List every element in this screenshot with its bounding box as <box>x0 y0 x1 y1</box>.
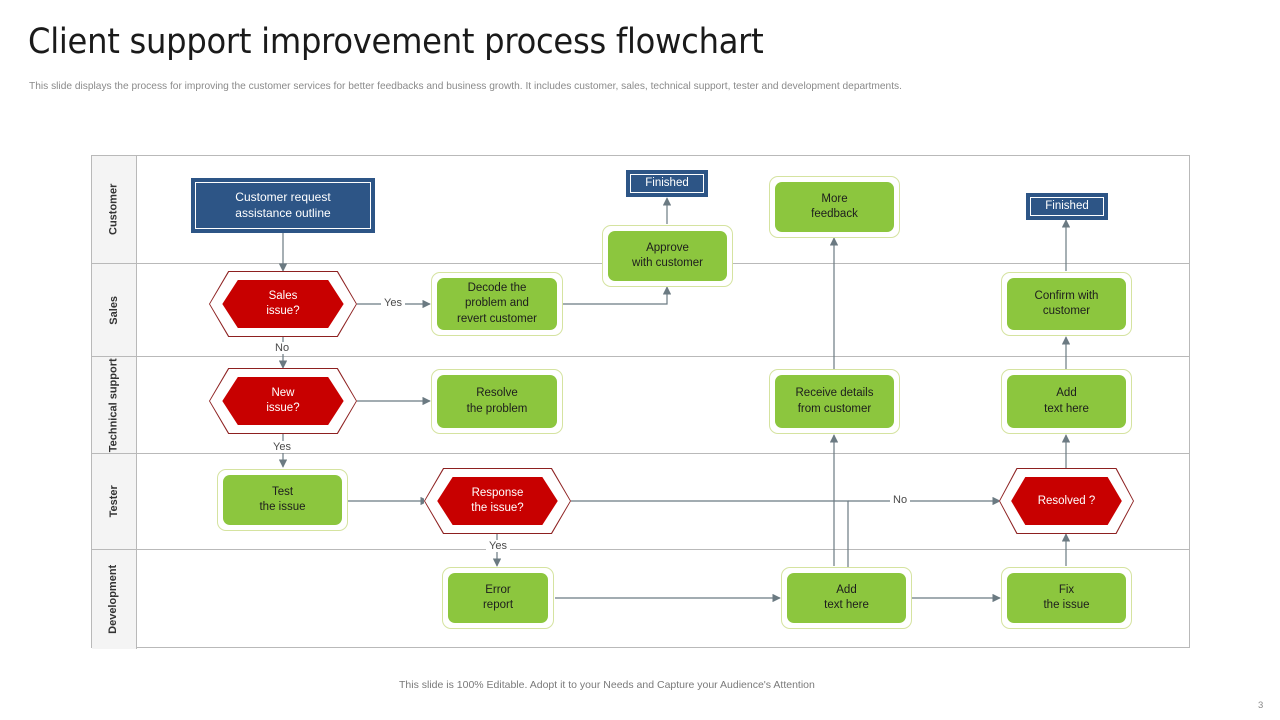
page-subtitle: This slide displays the process for impr… <box>29 80 902 92</box>
footer-note: This slide is 100% Editable. Adopt it to… <box>399 679 815 691</box>
swimlane-label-technical-support: Technical support <box>92 357 137 453</box>
edge-label-response-yes: Yes <box>486 540 510 552</box>
edge-label-sales-yes: Yes <box>381 297 405 309</box>
node-label: Finished <box>1030 197 1104 216</box>
swimlane-label-customer: Customer <box>92 156 137 263</box>
node-finished-1[interactable]: Finished <box>626 170 708 197</box>
edge-label-sales-no: No <box>272 342 293 354</box>
swimlane-development: Development <box>92 550 1189 649</box>
swimlane-label-development: Development <box>92 550 137 649</box>
node-label: Resolved ? <box>1037 494 1096 507</box>
swimlane-label-text: Sales <box>107 295 120 325</box>
page-title: Client support improvement process flowc… <box>28 22 764 62</box>
swimlane-sales: Sales <box>92 264 1189 357</box>
swimlane-label-text: Development <box>107 564 120 635</box>
edge-label-new-issue-yes: Yes <box>270 441 294 453</box>
node-resolved-decision[interactable]: Resolved ? <box>999 468 1134 534</box>
swimlane-label-text: Customer <box>107 183 120 236</box>
node-label: Finished <box>630 174 704 193</box>
page-number: 3 <box>1258 700 1264 711</box>
node-finished-2[interactable]: Finished <box>1026 193 1108 220</box>
swimlane-technical-support: Technical support <box>92 357 1189 454</box>
swimlane-label-text: Tester <box>107 485 120 518</box>
edge-label-resolved-no: No <box>890 494 911 506</box>
swimlane-label-tester: Tester <box>92 454 137 549</box>
swimlane-label-text: Technical support <box>107 358 120 452</box>
swimlane-label-sales: Sales <box>92 264 137 356</box>
